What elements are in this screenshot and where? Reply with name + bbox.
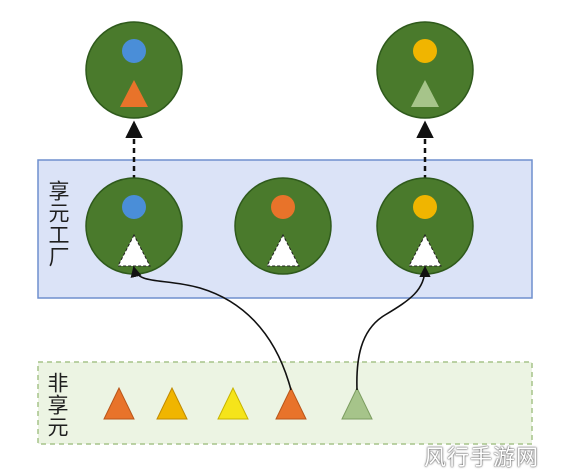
unshared-triangle-bright-yellow — [217, 386, 249, 420]
unshared-triangle-orange-1 — [103, 386, 135, 420]
connector-curve-1 — [130, 265, 292, 391]
flyweight-1 — [85, 177, 183, 275]
sage-triangle — [411, 80, 439, 107]
flyweight-3 — [376, 177, 474, 275]
unshared-triangle-orange-2 — [275, 386, 307, 420]
unshared-triangle-sage — [341, 386, 373, 420]
blue-dot — [122, 195, 146, 219]
output-object-1 — [85, 21, 183, 119]
orange-dot — [271, 195, 295, 219]
orange-triangle — [120, 80, 148, 107]
output-object-2 — [376, 21, 474, 119]
white-triangle — [266, 233, 300, 267]
yellow-dot — [413, 195, 437, 219]
flyweight-factory-label: 享元工厂 — [46, 180, 70, 268]
unshared-label: 非享元 — [45, 372, 69, 438]
connector-curve-2 — [356, 265, 431, 391]
unshared-triangle-yellow — [156, 386, 188, 420]
flyweight-2 — [234, 177, 332, 275]
yellow-dot — [413, 39, 437, 63]
blue-dot — [122, 39, 146, 63]
watermark: 风行手游网 — [424, 446, 540, 471]
